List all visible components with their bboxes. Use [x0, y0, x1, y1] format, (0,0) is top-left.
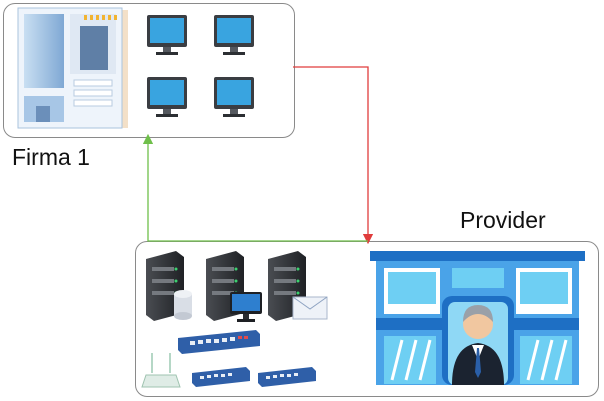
network-switch-icon [192, 367, 250, 387]
office-building-icon [17, 7, 128, 129]
monitor-icon [147, 77, 187, 117]
monitor-icon [214, 15, 254, 55]
network-switch-icon [258, 367, 316, 387]
monitor-icon [147, 15, 187, 55]
database-icon [174, 290, 192, 320]
network-switch-icon [178, 330, 260, 354]
monitor-icon [214, 77, 254, 117]
link-provider-to-firma [142, 133, 368, 242]
monitor-icon [230, 292, 262, 322]
link-firma-to-provider [293, 66, 374, 245]
wifi-router-icon [141, 353, 181, 388]
firma-label: Firma 1 [12, 144, 90, 170]
provider-label: Provider [460, 207, 546, 233]
mail-icon [292, 296, 328, 320]
person-icon [452, 305, 504, 385]
